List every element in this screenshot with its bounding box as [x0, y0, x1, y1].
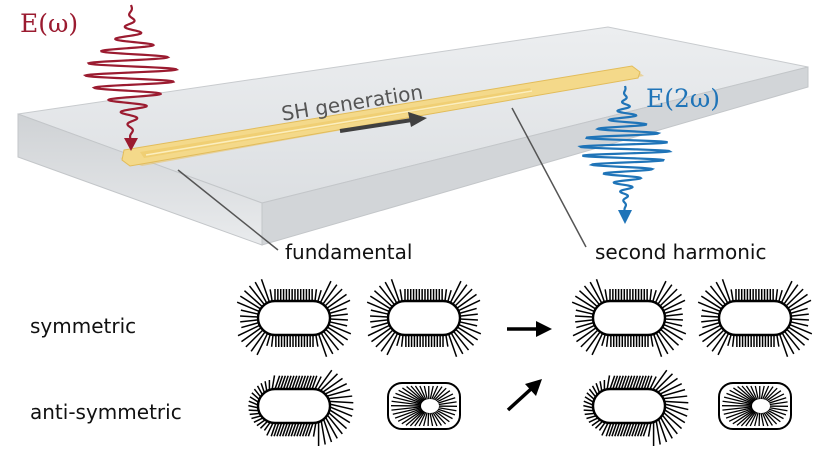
mode-antisymmetric-fundamental-2: [387, 382, 461, 430]
second-harmonic-label: second harmonic: [595, 240, 767, 264]
sh-generation-arrow: [339, 112, 427, 133]
input-wave: [82, 4, 180, 151]
output-wave: [577, 85, 673, 224]
mode-antisymmetric-harmonic-1: [583, 369, 689, 447]
fundamental-label: fundamental: [285, 240, 413, 264]
mode-antisymmetric-fundamental-1: [248, 369, 354, 447]
mode-symmetric-fundamental-1: [236, 279, 352, 357]
gold-antenna: [120, 65, 644, 167]
output-field-label: E(2ω): [646, 84, 721, 113]
fundamental-leader: [177, 169, 279, 251]
symmetric-transition-arrow: [507, 321, 552, 337]
mode-antisymmetric-harmonic-2: [718, 382, 792, 430]
mode-symmetric-harmonic-1: [571, 279, 687, 357]
antisymmetric-transition-arrow: [506, 379, 542, 412]
symmetric-row-label: symmetric: [30, 314, 137, 338]
mode-symmetric-harmonic-2: [697, 279, 813, 357]
mode-symmetric-fundamental-2: [366, 279, 482, 357]
input-field-label: E(ω): [20, 9, 79, 38]
antisymmetric-row-label: anti-symmetric: [30, 400, 182, 424]
second-harmonic-leader: [511, 107, 587, 248]
mode-patterns: [236, 279, 813, 447]
